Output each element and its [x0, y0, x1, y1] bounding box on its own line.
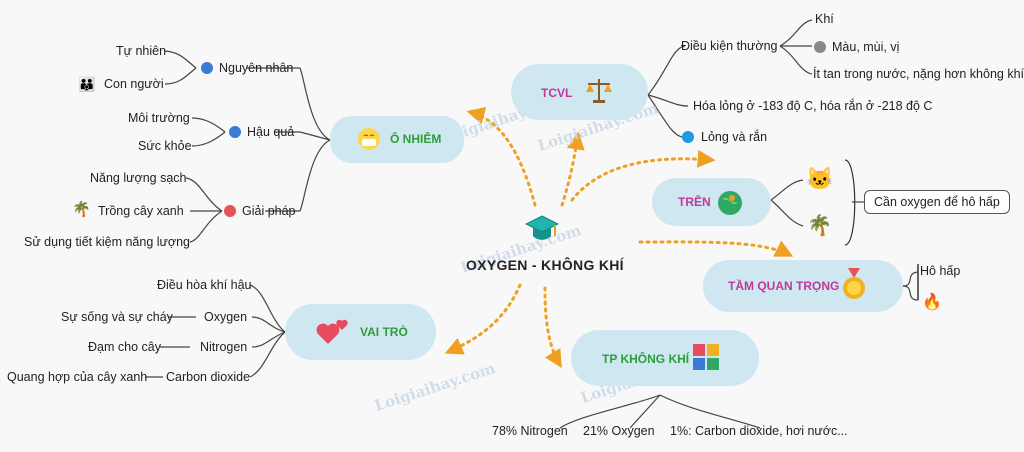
item-dieu-hoa-khi-hau: Điều hòa khí hậu: [157, 278, 252, 292]
item-carbon-dioxide: Carbon dioxide: [166, 370, 251, 384]
mask-face-icon: [357, 127, 381, 156]
share-icon: [201, 62, 213, 74]
earth-icon: [717, 190, 743, 221]
medal-icon: [840, 268, 868, 309]
arrow-to-vai-tro: [444, 283, 522, 355]
branch-tcvl[interactable]: [511, 64, 648, 120]
item-nang-luong-sach: Năng lượng sạch: [90, 171, 187, 185]
dieu-kien-thuong-label[interactable]: Điều kiện thường: [681, 39, 778, 53]
giai-phap-label[interactable]: Giải pháp: [242, 204, 296, 218]
hau-qua-label[interactable]: Hậu quả: [247, 125, 295, 139]
branch-o-nhiem-label: Ô NHIỄM: [390, 132, 442, 146]
item-ho-hap: Hô hấp: [920, 264, 961, 278]
item-1-carbon: 1%: Carbon dioxide, hơi nước...: [670, 424, 848, 438]
fire-icon: 🔥: [922, 294, 942, 311]
branch-tam-quan-trong[interactable]: [703, 260, 903, 312]
branch-tp-khong-khi[interactable]: [571, 330, 759, 386]
branch-tcvl-label: TCVL: [541, 86, 573, 100]
item-long-va-ran: Lỏng và rắn: [701, 130, 768, 144]
center-topic[interactable]: OXYGEN - KHÔNG KHÍ: [466, 257, 624, 273]
item-trong-cay-xanh: Trồng cây xanh: [98, 204, 184, 218]
branch-o-nhiem[interactable]: [330, 116, 464, 163]
people-icon: 👪: [78, 76, 96, 92]
hearts-icon: [316, 318, 350, 351]
item-moi-truong: Môi trường: [128, 111, 190, 125]
branch-tren[interactable]: [652, 178, 771, 226]
item-21-oxygen: 21% Oxygen: [583, 424, 655, 438]
item-dam-cho-cay: Đạm cho cây: [88, 340, 161, 354]
nguyen-nhan-label[interactable]: Nguyên nhân: [219, 61, 294, 75]
scale-icon: [584, 76, 614, 111]
item-it-tan: Ít tan trong nước, nặng hơn không khí: [813, 67, 1024, 81]
arrow-to-tcvl: [560, 131, 585, 207]
arrow-to-tam-quan-trong: [638, 240, 794, 257]
branch-vai-tro[interactable]: [285, 304, 436, 360]
item-78-nitrogen: 78% Nitrogen: [492, 424, 568, 438]
graduation-cap-icon: [524, 214, 560, 249]
item-suc-khoe: Sức khỏe: [138, 139, 192, 153]
branch-tp-label: TP KHÔNG KHÍ: [602, 352, 690, 366]
item-quang-hop: Quang hợp của cây xanh: [7, 370, 148, 384]
item-hoa-long: Hóa lỏng ở -183 độ C, hóa rắn ở -218 độ …: [693, 99, 933, 113]
thumbs-down-icon: [229, 126, 241, 138]
blue-dot-icon: [682, 131, 694, 143]
puzzle-icon: [692, 343, 720, 376]
item-mau-mui-vi: Màu, mùi, vị: [832, 40, 900, 54]
thumbs-up-icon: [224, 205, 236, 217]
note-can-oxygen: Cần oxygen để hô hấp: [864, 190, 1010, 214]
minus-icon: [814, 41, 826, 53]
arrow-to-o-nhiem: [466, 107, 537, 207]
item-oxygen: Oxygen: [204, 310, 248, 324]
branch-vai-tro-label: VAI TRÒ: [360, 325, 408, 339]
branch-tam-quan-trong-label: TẦM QUAN TRỌNG: [728, 279, 840, 293]
arrow-to-tren: [570, 149, 716, 202]
plant-icon: 🌴: [807, 215, 832, 237]
branch-tren-label: TRÊN: [678, 195, 711, 209]
item-khi: Khí: [815, 12, 834, 26]
item-su-dung-tiet-kiem: Sử dụng tiết kiệm năng lượng: [24, 235, 190, 249]
item-con-nguoi: Con người: [104, 77, 164, 91]
item-su-song: Sự sống và sự cháy: [61, 310, 173, 324]
cat-icon: 🐱: [806, 166, 834, 191]
item-tu-nhien: Tự nhiên: [116, 44, 167, 58]
item-nitrogen: Nitrogen: [200, 340, 248, 354]
arrow-to-tp: [543, 286, 562, 369]
tree-icon: 🌴: [72, 201, 91, 218]
